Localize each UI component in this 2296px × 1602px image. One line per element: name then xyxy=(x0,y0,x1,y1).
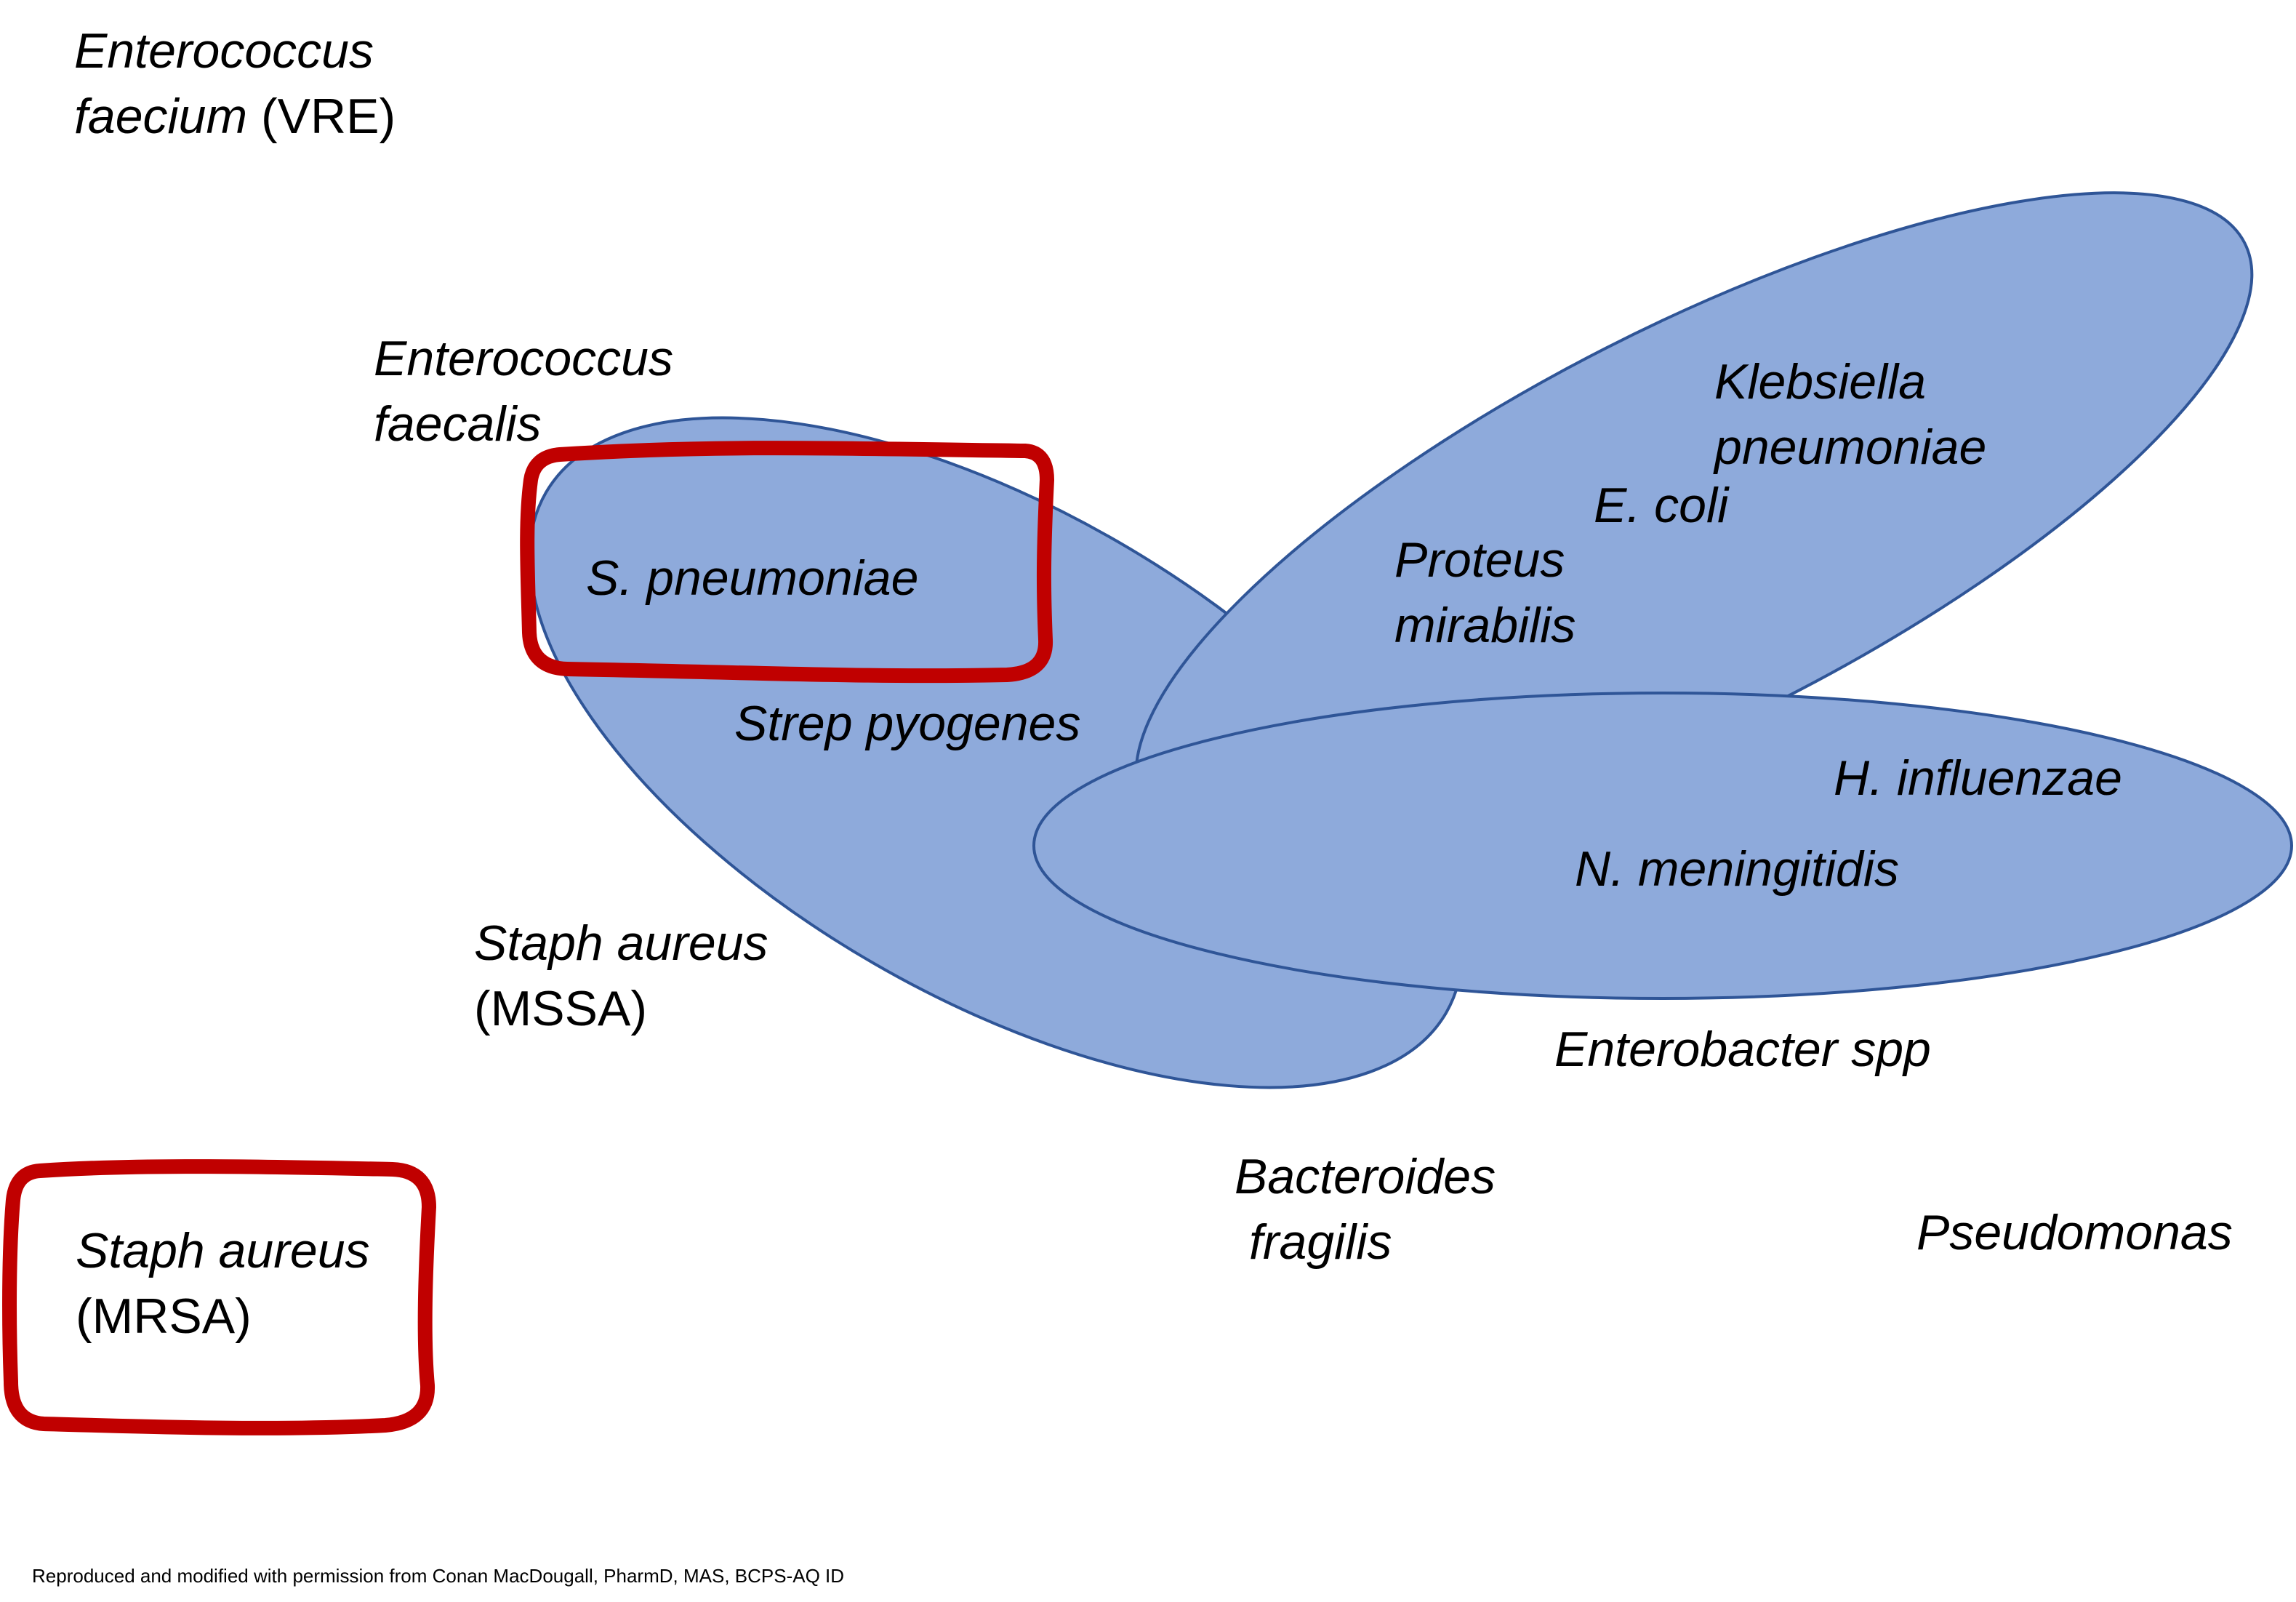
mssa-label: Staph aureus (MSSA) xyxy=(474,916,768,1036)
bacteroides-label: Bacteroides fragilis xyxy=(1235,1149,1496,1270)
h-influenzae-label: H. influenzae xyxy=(1834,750,2122,806)
s-pneumoniae-highlight-box xyxy=(520,441,1054,684)
mrsa-highlight-box xyxy=(2,1159,436,1435)
pseudomonas-label: Pseudomonas xyxy=(1916,1205,2233,1260)
proteus-label: Proteus mirabilis xyxy=(1394,532,1576,653)
respiratory-gram-negative-ellipse xyxy=(1032,692,2293,1000)
n-meningitidis-label: N. meningitidis xyxy=(1575,841,1899,897)
footnote: Reproduced and modified with permission … xyxy=(32,1565,845,1587)
enterobacter-label: Enterobacter spp xyxy=(1554,1022,1931,1077)
klebsiella-label: Klebsiella pneumoniae xyxy=(1714,354,1987,475)
strep-pyogenes-label: Strep pyogenes xyxy=(734,696,1081,751)
e-coli-label: E. coli xyxy=(1594,478,1729,533)
s-pneumoniae-label: S. pneumoniae xyxy=(586,550,919,606)
mrsa-label: Staph aureus (MRSA) xyxy=(76,1223,370,1344)
enterococcus-faecium-label: Enterococcus faecium (VRE) xyxy=(74,23,396,144)
enterococcus-faecalis-label: Enterococcus faecalis xyxy=(374,331,673,452)
